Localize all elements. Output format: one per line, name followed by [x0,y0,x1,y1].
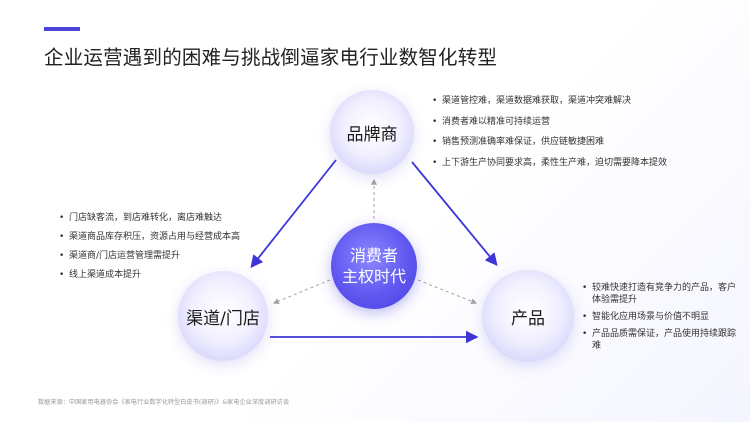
channel-node-label: 渠道/门店 [186,308,260,329]
arrow-brand-to-channel [250,159,337,268]
dashed-arrow-to-channel [272,279,331,304]
list-item: 门店缺客流，到店难转化，离店难触达 [59,212,279,224]
product-challenges-list: 较难快速打造有竞争力的产品，客户体验需提升 智能化应用场景与价值不明显 产品品质… [582,282,742,357]
brand-node: 品牌商 [330,90,414,174]
list-item: 产品品质需保证，产品使用持续跟踪难 [582,328,742,352]
list-item: 上下游生产协同要求高，柔性生产难，迫切需要降本提效 [432,157,742,169]
list-item: 渠道商/门店运营管理需提升 [59,250,279,262]
title-accent-bar [44,27,80,31]
list-item: 消费者难以精准可持续运营 [432,116,742,128]
list-item: 较难快速打造有竞争力的产品，客户体验需提升 [582,282,742,306]
dashed-arrow-to-product [417,279,478,305]
list-item: 销售预测准确率难保证，供应链敏捷困难 [432,136,742,148]
center-label-line2: 主权时代 [341,267,406,286]
arrow-brand-to-product [411,161,498,266]
page-title: 企业运营遇到的困难与挑战倒逼家电行业数智化转型 [44,46,498,69]
consumer-center-node: 消费者 主权时代 [331,223,417,309]
list-item: 智能化应用场景与价值不明显 [582,311,742,323]
brand-node-label: 品牌商 [346,124,398,145]
list-item: 渠道商品库存积压，资源占用与经营成本高 [59,231,279,243]
product-node: 产品 [482,270,574,362]
list-item: 线上渠道成本提升 [59,269,279,281]
list-item: 渠道管控难，渠道数据难获取，渠道冲突难解决 [432,95,742,107]
data-source-note: 数据来源：中国家用电器协会《家电行业数字化转型白皮书(调研)》&家电企业深度调研… [38,399,289,406]
product-node-label: 产品 [511,308,545,329]
center-label-line1: 消费者 [349,246,398,265]
channel-challenges-list: 门店缺客流，到店难转化，离店难触达 渠道商品库存积压，资源占用与经营成本高 渠道… [59,212,279,288]
brand-challenges-list: 渠道管控难，渠道数据难获取，渠道冲突难解决 消费者难以精准可持续运营 销售预测准… [432,95,742,177]
channel-node: 渠道/门店 [178,271,268,361]
